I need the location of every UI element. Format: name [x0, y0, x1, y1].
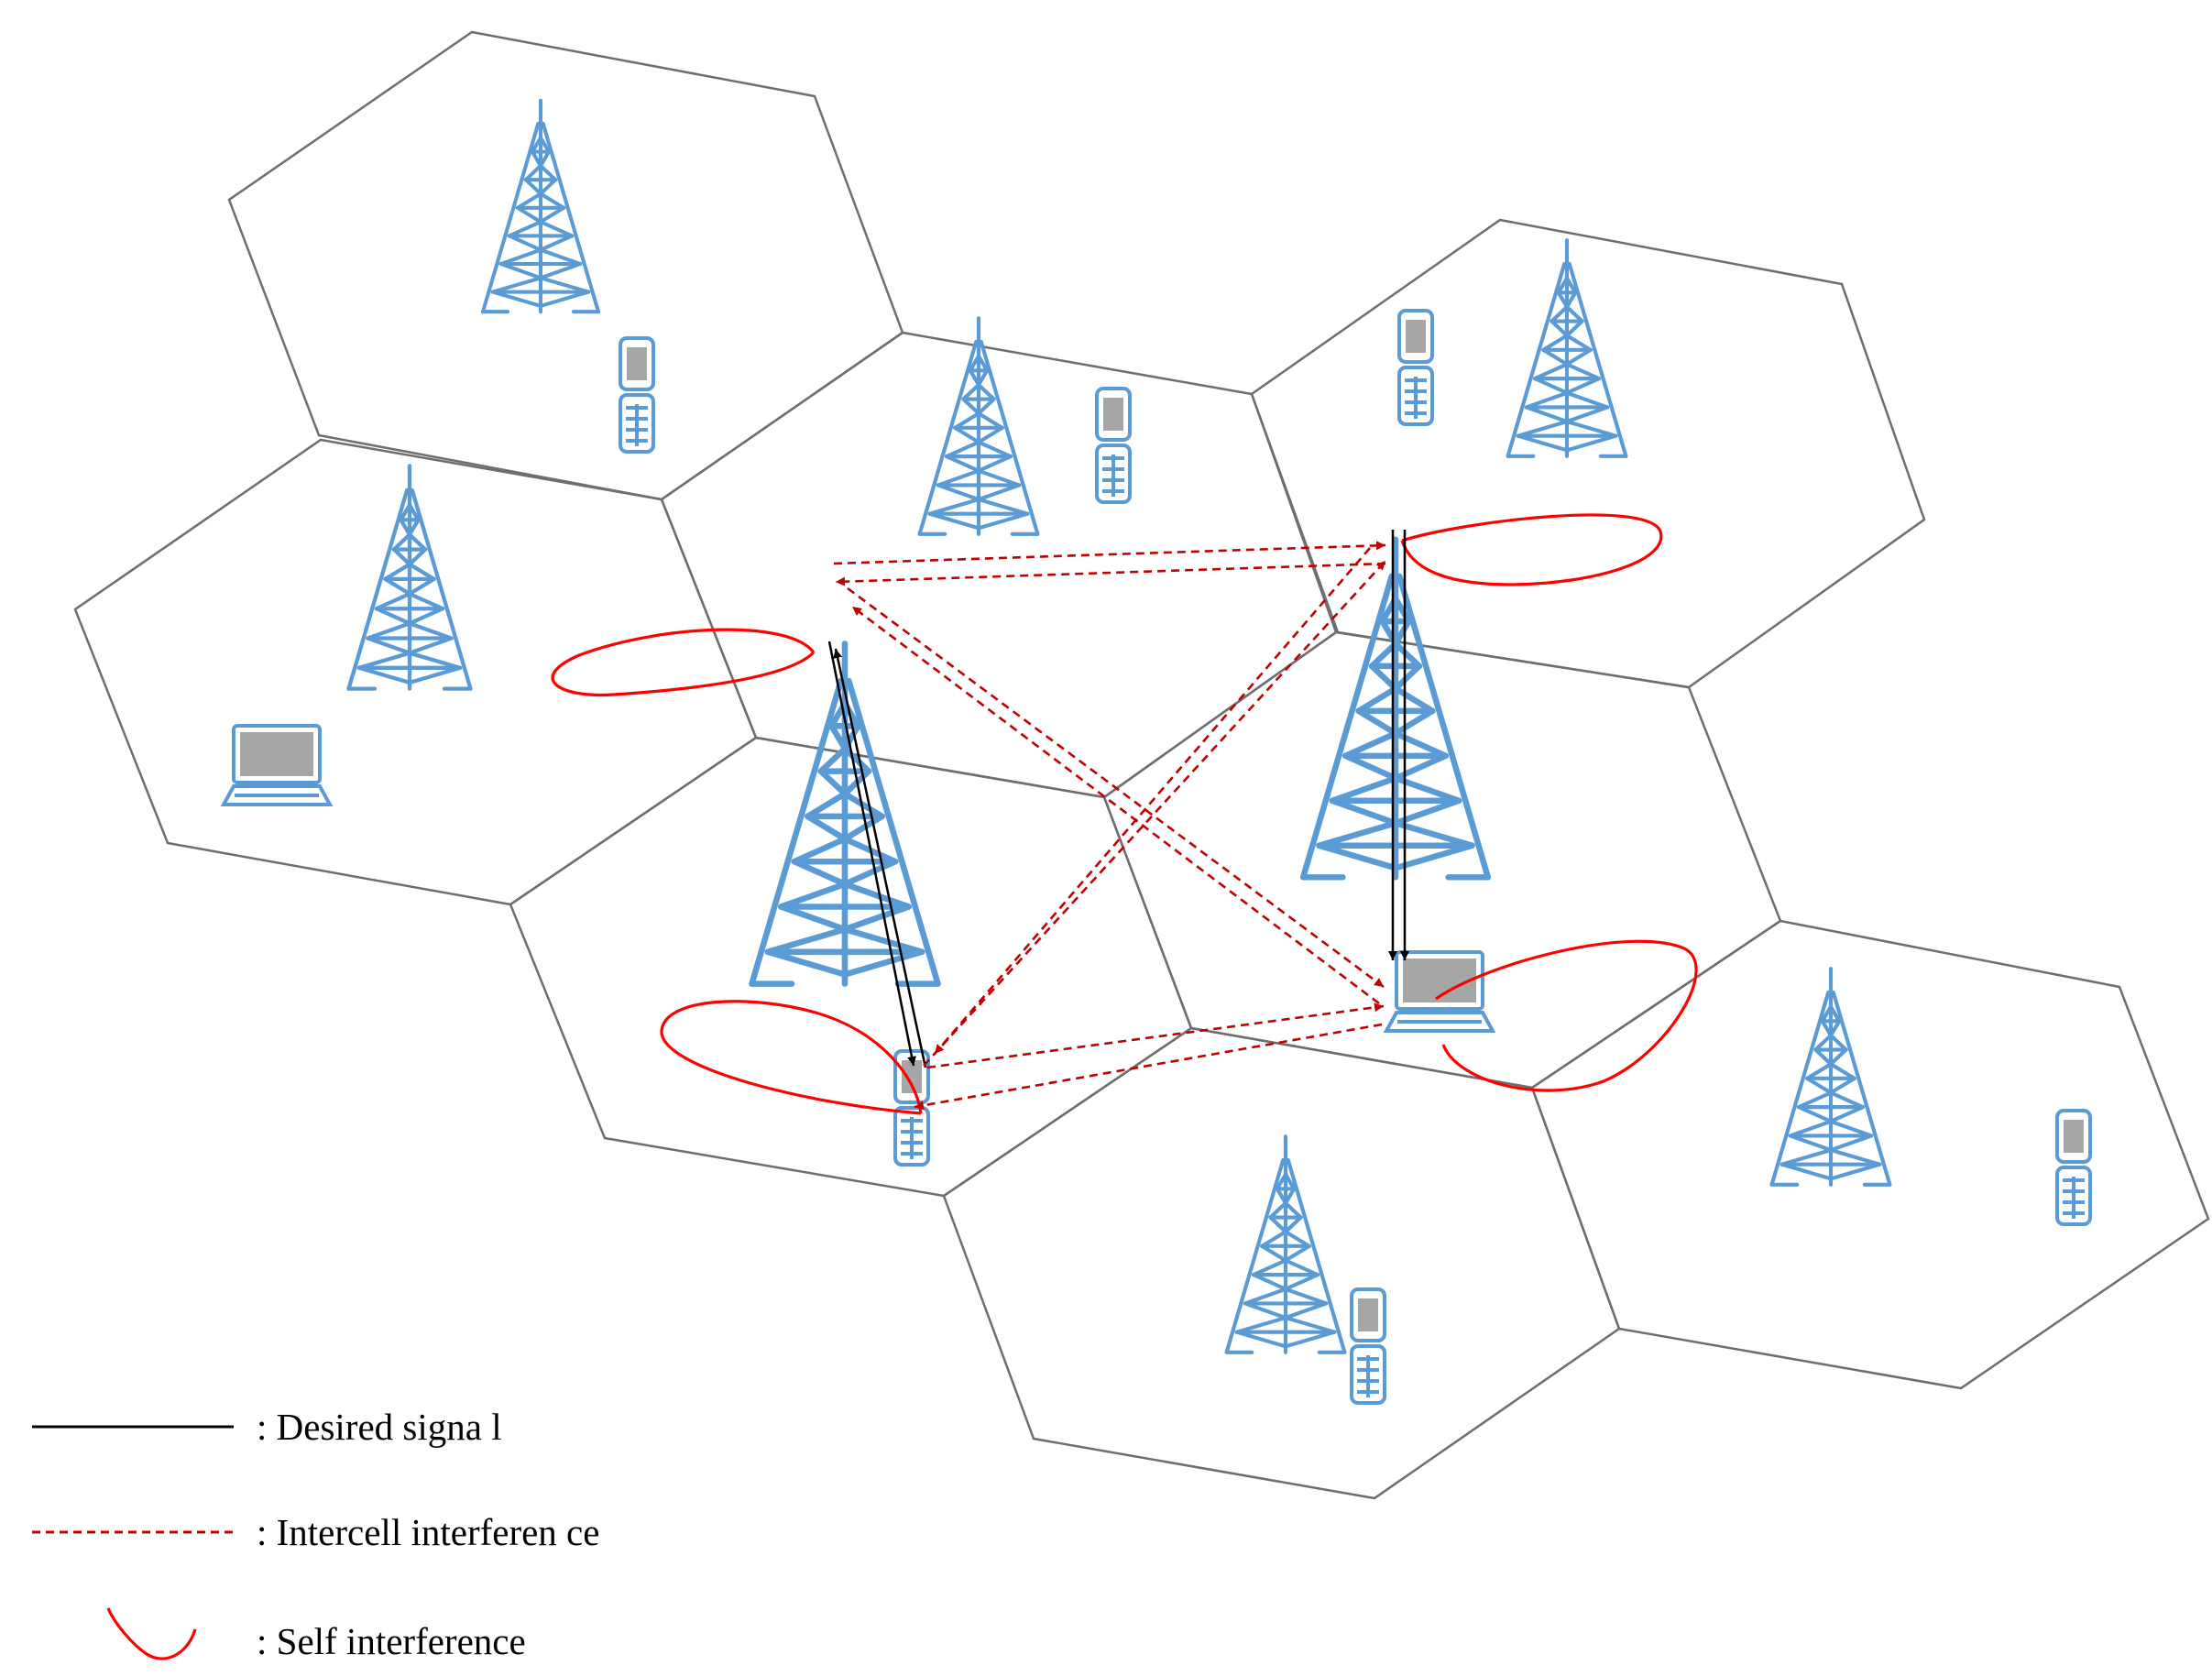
tower-icon [1303, 540, 1488, 878]
legend-intercell-interference-label: : Intercell interferen ce [257, 1511, 599, 1553]
desired-signal-link [833, 648, 927, 1068]
intercell-interference-link [847, 586, 1385, 989]
phone-icon [1397, 309, 1434, 426]
intercell-interference-link [926, 1002, 1385, 1069]
self-interference-loop [1400, 513, 1663, 586]
hex-cell [1530, 919, 2210, 1390]
intercell-interference-link [934, 547, 1371, 1055]
tower-icon [1508, 240, 1626, 456]
tower-icon [483, 101, 598, 312]
intercell-interference-link [835, 562, 1386, 586]
legend-self-interference-swatch [106, 1607, 197, 1660]
hex-cell [509, 736, 1193, 1198]
desired-signal-link [827, 641, 916, 1067]
self-interference-loop [660, 1000, 923, 1115]
laptop-icon [1385, 950, 1495, 1033]
phone-icon [1095, 387, 1132, 504]
intercell-interference-link [851, 605, 1380, 1005]
tower-icon [1227, 1136, 1345, 1353]
legend-desired-signal-label: : Desired signa l [257, 1406, 502, 1448]
tower-icon [349, 466, 471, 688]
self-interference-loop [1435, 939, 1698, 1092]
cell-grid [73, 30, 2210, 1500]
tower-icon [1772, 969, 1890, 1185]
phone-icon [1350, 1287, 1386, 1405]
intercell-interference-link [833, 541, 1386, 565]
phone-icon [2055, 1109, 2092, 1226]
hex-cell [1250, 218, 1926, 689]
phone-icon [619, 336, 655, 454]
self-interference-loops [551, 513, 1698, 1115]
laptop-icon [222, 724, 332, 806]
tower-icon [920, 318, 1038, 534]
desired-signal-links [827, 530, 1409, 1068]
user-devices [222, 309, 2092, 1405]
legend: : Desired signa l : Intercell interferen… [32, 1406, 599, 1662]
intercell-interference-link [923, 560, 1386, 1067]
base-stations [349, 101, 1890, 1353]
hex-cell [73, 438, 758, 906]
intercell-interference-links [833, 541, 1386, 1111]
self-interference-loop [551, 628, 816, 697]
legend-self-interference-label: : Self interference [257, 1620, 526, 1662]
hex-cell [1102, 630, 1782, 1090]
hex-cell [942, 1026, 1621, 1500]
intercell-interference-link [914, 1023, 1383, 1111]
